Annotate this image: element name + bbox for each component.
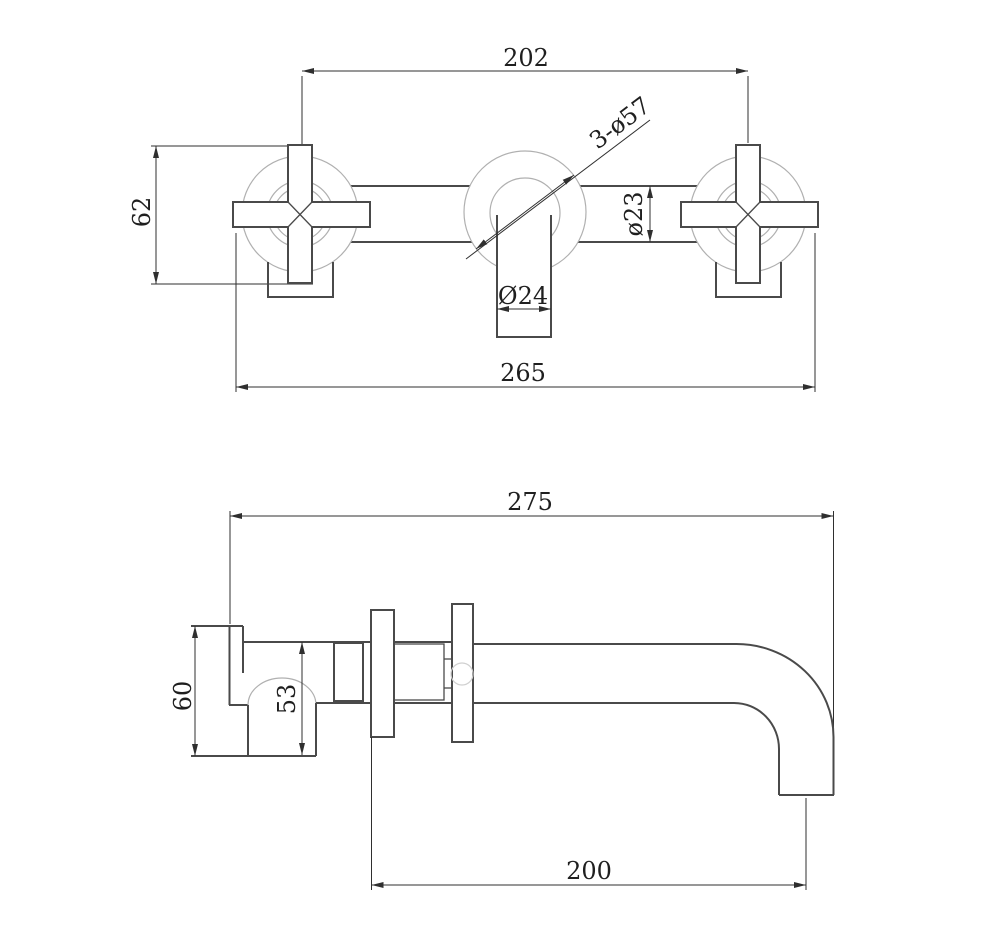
- dim-rail-diameter: ø23: [620, 186, 653, 242]
- body-barrel: [243, 603, 474, 743]
- spout-profile: [473, 642, 835, 796]
- dim-53-label: 53: [273, 684, 301, 715]
- dim-cartridge-height: 53: [273, 642, 305, 755]
- dim-handle-spacing: 202: [301, 44, 749, 144]
- left-handle: [232, 144, 371, 298]
- dim-60-label: 60: [169, 681, 197, 712]
- dim-bracket-height: 60: [169, 626, 198, 756]
- dim-handle-width: 62: [128, 145, 313, 285]
- wall-bracket: [191, 625, 317, 757]
- dim-62-label: 62: [128, 197, 156, 228]
- dim-overall-width: 265: [235, 233, 816, 392]
- dim-200-label: 200: [566, 857, 612, 885]
- mount-bracket: [267, 262, 334, 298]
- mounting-rail: [351, 185, 697, 243]
- dim-275-label: 275: [507, 488, 553, 516]
- dim-3x57-label: 3-ø57: [584, 91, 655, 155]
- leader-line: [465, 119, 651, 260]
- lock-nut: [333, 642, 364, 702]
- dim-265-label: 265: [500, 359, 546, 387]
- right-handle: [680, 144, 819, 298]
- dim-spout-reach: 200: [371, 737, 807, 890]
- cross-miter: [287, 201, 313, 228]
- wall-flange-front: [451, 603, 474, 743]
- cross-handle: [680, 144, 819, 284]
- cross-handle: [232, 144, 371, 284]
- side-view: 275: [169, 488, 835, 890]
- elbow-arc: [247, 677, 317, 706]
- mount-bracket: [715, 262, 782, 298]
- flange-detail-circle: [450, 662, 474, 686]
- dim-202-label: 202: [503, 44, 549, 72]
- leader-arrow: [475, 211, 526, 250]
- dim-overall-depth: 275: [229, 488, 834, 736]
- spout-tube: [496, 215, 552, 338]
- leader-arrow: [524, 174, 575, 213]
- spout-inner-contour: [473, 702, 780, 795]
- front-view: 202 62: [128, 44, 819, 392]
- dim-spout-diameter: Ø24: [497, 282, 551, 312]
- dim-23-label: ø23: [620, 192, 648, 237]
- cross-miter: [735, 201, 761, 228]
- spout-outer-contour: [473, 642, 835, 795]
- wall-flange-rear: [370, 609, 395, 738]
- spout-tube-mask: [497, 215, 551, 337]
- cartridge-housing: [393, 643, 445, 701]
- dim-24-label: Ø24: [498, 282, 548, 310]
